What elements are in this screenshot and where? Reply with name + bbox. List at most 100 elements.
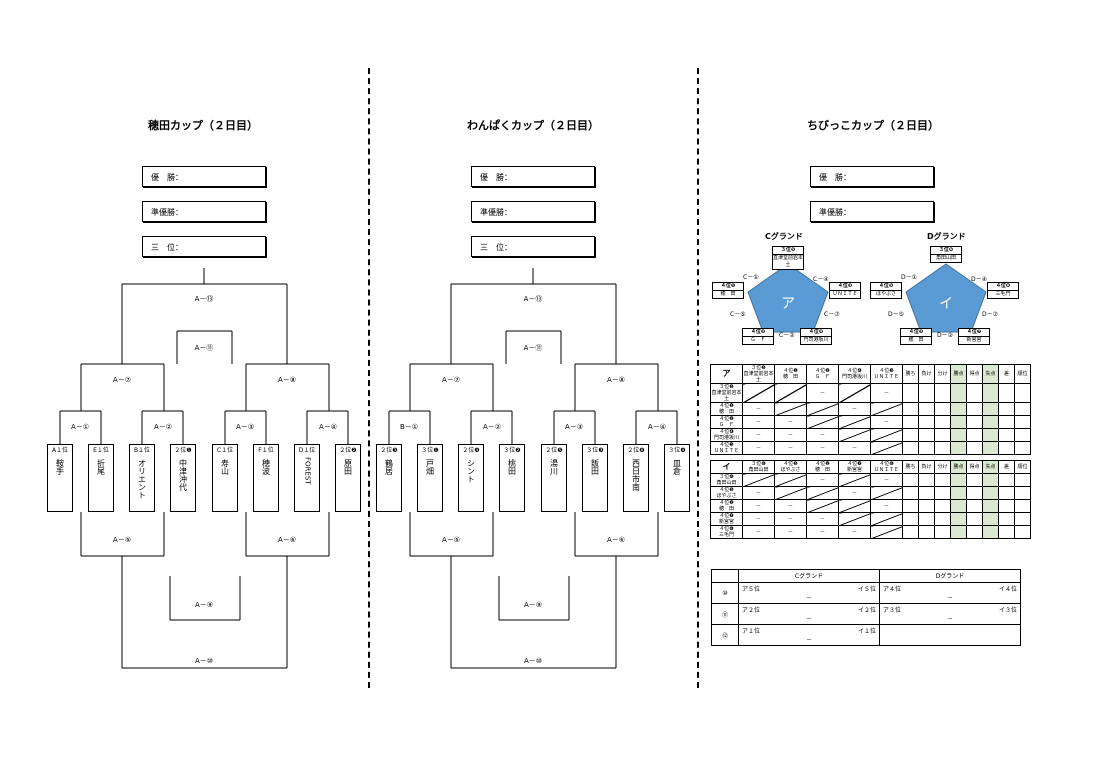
match-label: A－⑪: [523, 344, 543, 352]
score-cell: [870, 441, 903, 455]
score-cell: －: [806, 525, 839, 539]
score-cell: [806, 402, 839, 416]
stat-header: 失点: [982, 460, 999, 474]
match-label: A－⑥: [606, 536, 626, 544]
score-cell: －: [742, 486, 775, 500]
match-label: A－①: [70, 423, 90, 431]
winner-box: 優 勝：: [142, 166, 266, 187]
team-box: F１位穂波: [253, 444, 279, 512]
stat-cell: [998, 402, 1015, 416]
runner-up-box: 準優勝：: [471, 201, 595, 222]
score-cell: [774, 473, 807, 487]
stat-cell: [918, 415, 935, 429]
table-row: ４位❷ 穂 田－－－: [710, 499, 1031, 513]
stat-header: 分け: [934, 364, 951, 384]
score-cell: [774, 402, 807, 416]
third-place-box: 三 位：: [471, 236, 595, 257]
stat-cell: [966, 473, 983, 487]
score-cell: －: [742, 525, 775, 539]
stat-cell: [966, 415, 983, 429]
score-cell: －: [742, 441, 775, 455]
match-label: A－⑪: [194, 344, 214, 352]
column-header: ４位❸ ＵＮＩＴＥ: [870, 364, 903, 384]
runner-up-box: 準優勝：: [810, 201, 934, 222]
stat-cell: [902, 428, 919, 442]
stat-cell: [982, 499, 999, 513]
stat-cell: [950, 499, 967, 513]
bracket-title: 穂田カップ（２日目）: [148, 119, 258, 132]
match-label: A－⑩: [194, 657, 214, 665]
score-cell: [870, 512, 903, 526]
stat-cell: [998, 499, 1015, 513]
stat-cell: [982, 473, 999, 487]
row-header: ４位❸ ＵＮＩＴＥ: [710, 441, 743, 455]
stat-cell: [966, 428, 983, 442]
score-cell: －: [806, 473, 839, 487]
stat-cell: [950, 486, 967, 500]
column-header: ４位❺ ほやぶさ: [774, 460, 807, 474]
score-cell: －: [870, 499, 903, 513]
stat-cell: [998, 383, 1015, 403]
match-label: A－③: [235, 423, 255, 431]
stat-cell: [934, 473, 951, 487]
stat-cell: [950, 402, 967, 416]
group-letter: ア: [781, 296, 795, 312]
score-cell: －: [838, 402, 871, 416]
bracket-lines: [388, 268, 678, 669]
match-label: A－③: [564, 423, 584, 431]
stat-header: 負け: [918, 460, 935, 474]
match-label: A－⑤: [441, 536, 461, 544]
stat-cell: [966, 441, 983, 455]
stat-cell: [918, 473, 935, 487]
stat-cell: [934, 402, 951, 416]
stat-cell: [982, 383, 999, 403]
match-label: A－⑩: [523, 657, 543, 665]
stat-cell: [902, 402, 919, 416]
team-box: E１位折尾: [88, 444, 114, 512]
group-letter: イ: [710, 460, 743, 474]
schedule-cell: ア１位イ１位－: [738, 624, 880, 646]
stat-cell: [982, 441, 999, 455]
score-cell: －: [774, 415, 807, 429]
stat-cell: [1014, 525, 1031, 539]
stat-cell: [1014, 512, 1031, 526]
row-header: ３位❻ 角田山田: [710, 473, 743, 487]
stat-cell: [998, 441, 1015, 455]
stat-cell: [998, 428, 1015, 442]
stat-cell: [934, 441, 951, 455]
stat-cell: [950, 473, 967, 487]
stat-cell: [998, 473, 1015, 487]
stat-cell: [902, 383, 919, 403]
column-header: ４位❶ 穂 田: [774, 364, 807, 384]
stat-cell: [902, 473, 919, 487]
ground-c-title: Cグランド: [765, 232, 803, 241]
stat-cell: [1014, 499, 1031, 513]
runner-up-box: 準優勝：: [142, 201, 266, 222]
stat-cell: [918, 486, 935, 500]
match-label: A－⑨: [194, 601, 214, 609]
stat-cell: [1014, 402, 1031, 416]
row-header: ４位❷ Ｇ Ｆ: [710, 415, 743, 429]
row-header: ３位❺ 直津堂前岩本土: [710, 383, 743, 403]
score-cell: [742, 383, 775, 403]
stat-cell: [918, 525, 935, 539]
stat-cell: [902, 415, 919, 429]
stat-cell: [934, 415, 951, 429]
score-cell: －: [806, 428, 839, 442]
score-cell: －: [870, 473, 903, 487]
stat-header: 順位: [1014, 364, 1031, 384]
stat-cell: [902, 525, 919, 539]
stat-cell: [902, 512, 919, 526]
schedule-cell: ア４位イ４位－: [879, 582, 1021, 604]
ground-d-title: Dグランド: [927, 232, 966, 241]
match-label: C－④: [813, 276, 829, 283]
